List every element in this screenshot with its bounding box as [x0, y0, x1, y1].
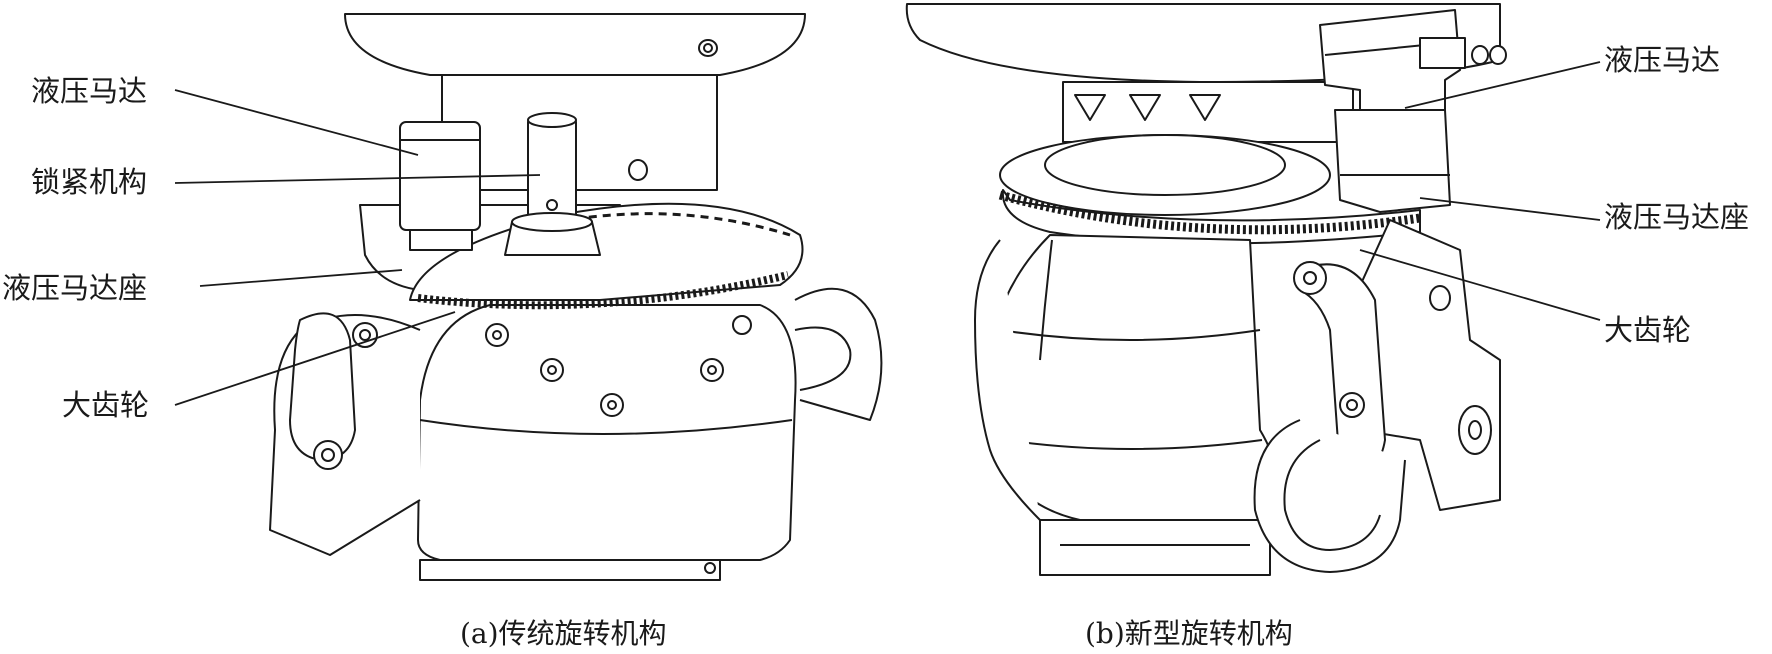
caption-b: (b)新型旋转机构: [1085, 617, 1293, 650]
a-gear-ring: [409, 202, 804, 301]
a-body: [417, 304, 797, 561]
a-shackle: [289, 312, 356, 461]
leader-a-hydraulic-motor: [174, 89, 419, 156]
panel-a-drawing: [269, 13, 883, 581]
label-b-motor-seat: 液压马达座: [1604, 200, 1750, 234]
leader-a-locking-mechanism: [174, 174, 541, 184]
leader-b-motor-seat: [1419, 197, 1601, 221]
a-right-arm: [794, 287, 883, 421]
label-a-hydraulic-motor: 液压马达: [31, 74, 148, 108]
label-a-locking-mechanism: 锁紧机构: [31, 165, 148, 199]
leader-lines: [174, 61, 1601, 406]
label-a-big-gear: 大齿轮: [62, 388, 150, 422]
b-motor-seat: [1334, 109, 1451, 213]
b-left-frame: [974, 239, 1041, 521]
a-top-disc: [344, 13, 806, 76]
a-column: [441, 74, 718, 191]
label-a-motor-seat: 液压马达座: [2, 271, 148, 305]
leader-a-big-gear: [174, 311, 456, 406]
label-b-hydraulic-motor: 液压马达: [1604, 43, 1721, 77]
leader-b-big-gear: [1359, 249, 1601, 321]
leader-b-hydraulic-motor: [1404, 61, 1601, 109]
label-b-big-gear: 大齿轮: [1604, 313, 1692, 347]
leader-a-motor-seat: [199, 269, 403, 287]
caption-a: (a)传统旋转机构: [460, 617, 667, 650]
panel-b-drawing: [905, 3, 1507, 576]
